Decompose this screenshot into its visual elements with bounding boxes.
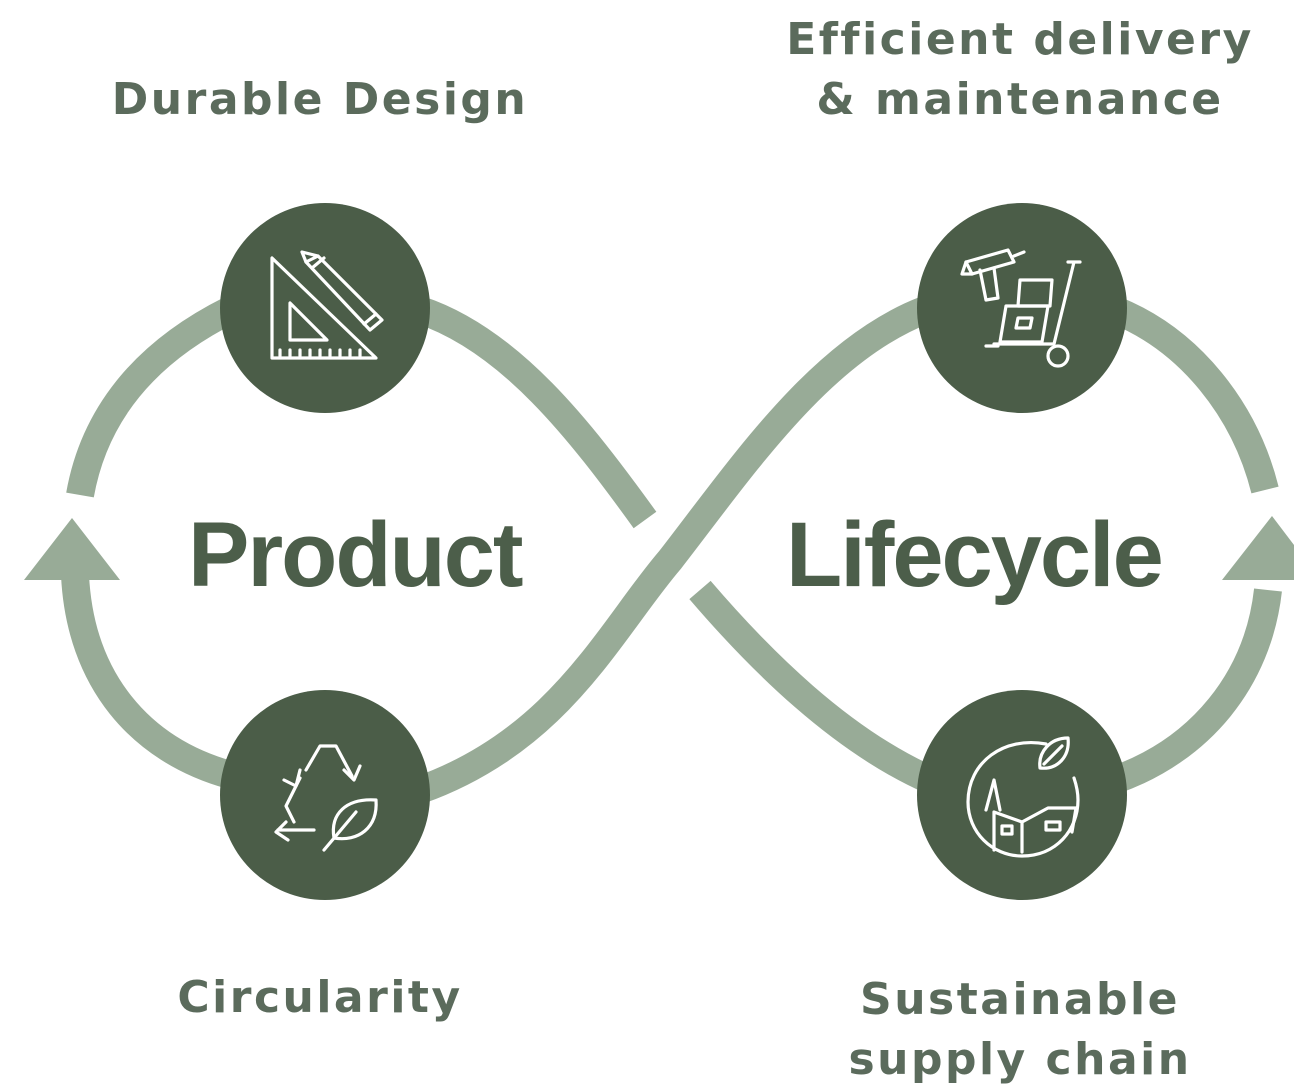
center-word-product: Product	[188, 504, 524, 606]
loop-right-upper-arc	[1109, 297, 1279, 494]
loop-right-lower-arc	[1110, 588, 1282, 794]
circularity-label: Circularity	[120, 968, 520, 1028]
right-arrowhead	[1222, 516, 1294, 580]
loop-left-to-center-arc	[415, 296, 657, 529]
factory-leaf-globe-icon	[966, 736, 1080, 858]
circularity-circle	[220, 690, 430, 900]
center-word-lifecycle: Lifecycle	[786, 504, 1164, 606]
efficient-delivery-circle	[917, 203, 1127, 413]
sustainable-supply-label: Sustainable supply chain	[780, 970, 1260, 1090]
sustainable-supply-label-line-1: Sustainable	[860, 974, 1180, 1025]
efficient-delivery-label: Efficient delivery & maintenance	[770, 10, 1270, 130]
efficient-delivery-label-line-2: & maintenance	[816, 74, 1224, 125]
triangle-ruler-pencil-icon	[270, 250, 384, 360]
loop-center-to-right-arc	[689, 580, 936, 793]
circularity-label-line: Circularity	[177, 972, 463, 1023]
durable-design-label: Durable Design	[100, 70, 540, 130]
loop-left-upper-arc	[66, 297, 237, 498]
sustainable-supply-label-line-2: supply chain	[848, 1034, 1192, 1085]
loop-diagonal-arc	[415, 296, 931, 804]
sustainable-supply-circle	[917, 690, 1127, 900]
left-arrowhead	[24, 518, 120, 580]
efficient-delivery-label-line-1: Efficient delivery	[786, 14, 1254, 65]
durable-design-label-line: Durable Design	[111, 74, 529, 125]
loop-left-lower-arc	[61, 574, 234, 789]
recycle-leaf-icon	[274, 744, 378, 852]
drill-hand-truck-icon	[960, 248, 1082, 368]
